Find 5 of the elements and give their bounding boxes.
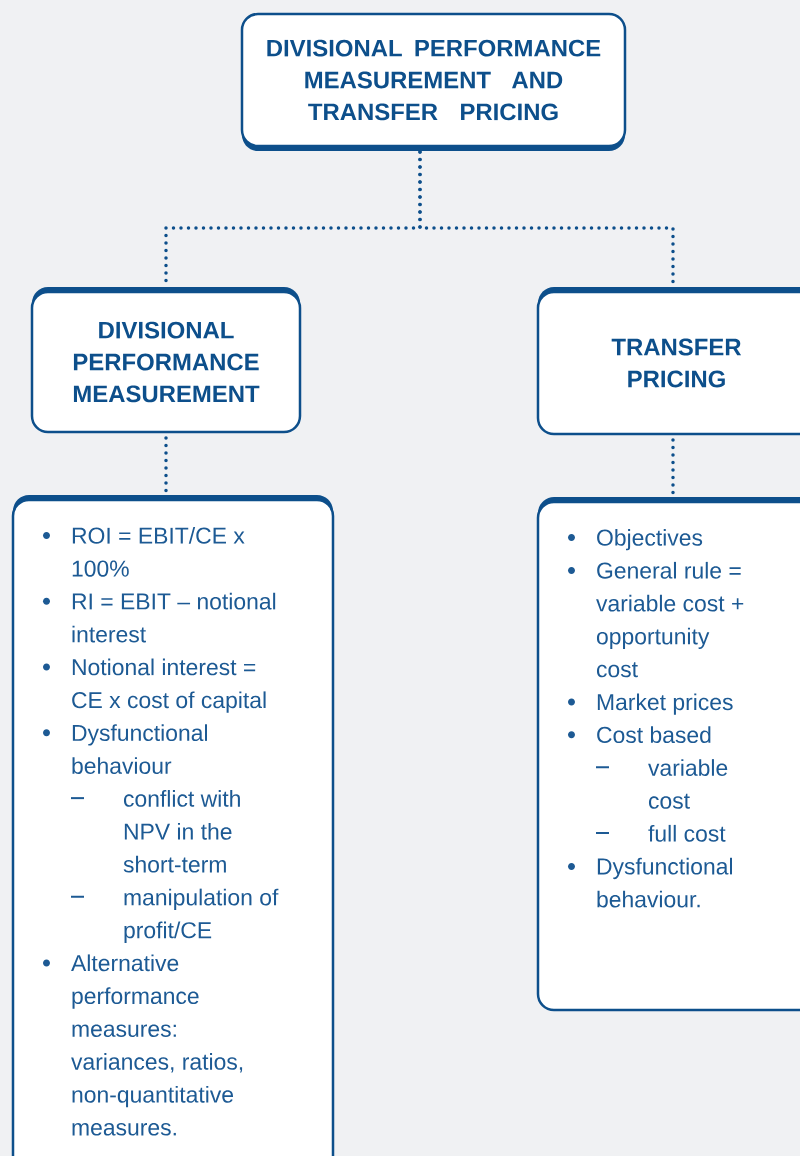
heading-box: TRANSFER PRICING	[536, 287, 800, 436]
list-box: Objectives General rule = variable cost + opportunity cost Market prices Cost based variable cost full cost Dysfunctional behaviour.	[536, 497, 800, 1012]
title-box: DIVISIONAL PERFORMANCE MEASUREMENT AND TRANSFER PRICING	[240, 12, 627, 151]
list-box: ROI = EBIT/CE x 100% RI = EBIT – notional interest Notional interest = CE x cost of capital Dysfunctional behaviour conflict with NPV in the short-term manipulation of profit/CE Alternative performance measures: variances, ratios, non-quantitative measures.	[11, 495, 335, 1156]
heading-box: DIVISIONAL PERFORMANCE MEASUREMENT	[30, 287, 302, 434]
